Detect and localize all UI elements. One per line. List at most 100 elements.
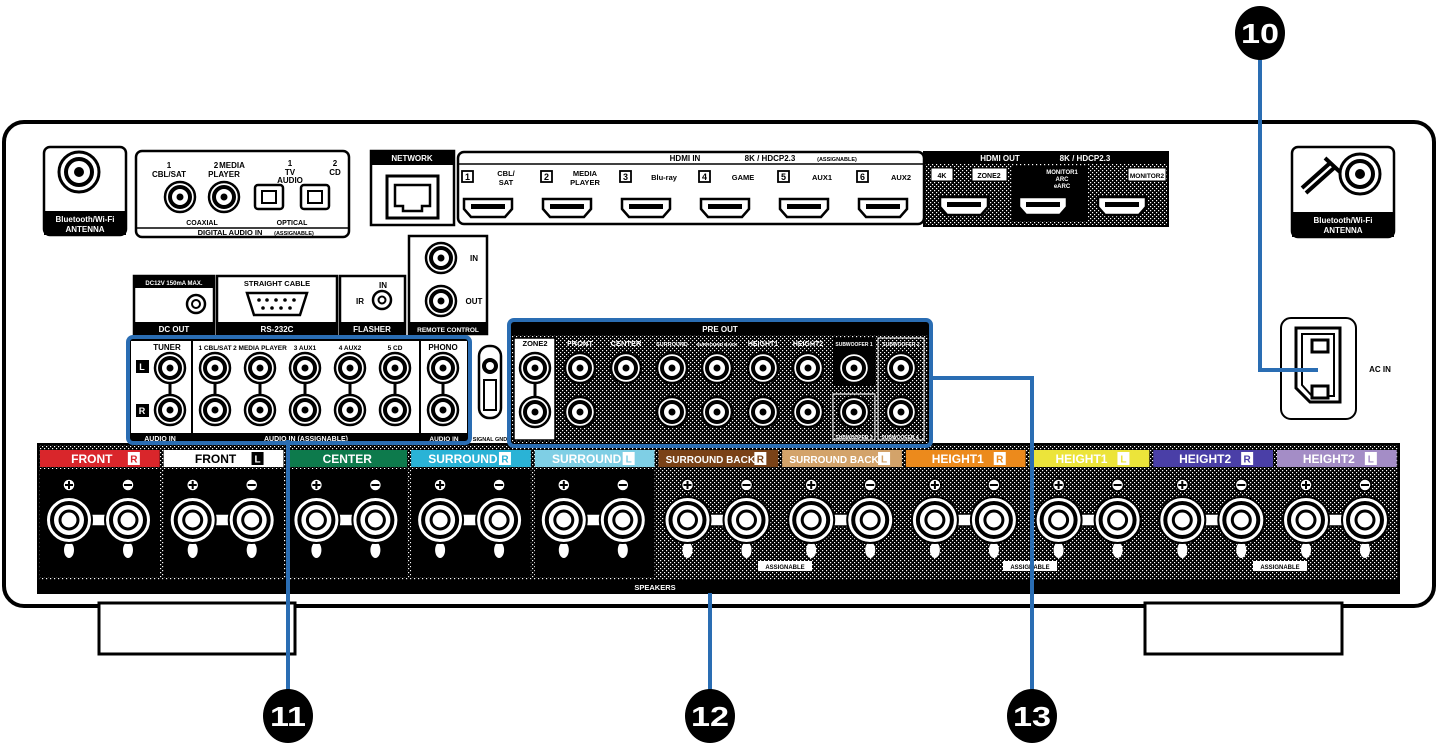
speaker-side-box (127, 452, 140, 465)
speaker-plus-terminal[interactable] (167, 495, 218, 545)
speaker-side-box (754, 452, 767, 465)
pre-out-top-jack[interactable] (609, 351, 643, 385)
speaker-plus-terminal[interactable] (909, 495, 960, 545)
ethernet-port[interactable] (385, 174, 440, 220)
audio-in-l-jack[interactable] (288, 351, 322, 385)
hdmi-out-zone2-label: ZONE2 (977, 173, 1000, 180)
plus-icon-mark (1302, 481, 1310, 489)
pre-out-top-jack[interactable] (791, 351, 825, 385)
tuner-r-jack[interactable] (153, 393, 187, 427)
speaker-plus-terminal[interactable] (786, 495, 837, 545)
audio-in-l-jack[interactable] (333, 351, 367, 385)
pre-out-bottom-jack[interactable] (791, 395, 825, 429)
speaker-minus-terminal[interactable] (226, 495, 277, 545)
pre-out-column-label: FRONT (567, 339, 593, 348)
speaker-minus-terminal[interactable] (968, 495, 1019, 545)
speaker-side-box (993, 452, 1006, 465)
coaxial-2-jack[interactable] (207, 180, 241, 214)
flasher-ir-label: IR (356, 297, 364, 306)
phono-r-jack[interactable] (426, 393, 460, 427)
hdmi-out-monitor1-port[interactable] (1017, 195, 1069, 217)
pre-out-top-jack[interactable] (563, 351, 597, 385)
speaker-plus-terminal[interactable] (1281, 495, 1331, 545)
speaker-plus-terminal[interactable] (1033, 495, 1084, 545)
coaxial-1-jack[interactable] (163, 180, 197, 214)
hdmi-in-port[interactable] (541, 197, 593, 219)
hdmi-in-title: HDMI IN (670, 154, 701, 163)
speaker-terminal-tab (187, 542, 198, 558)
speaker-terminal-tab (617, 542, 628, 558)
callout-10-line (1258, 56, 1318, 372)
speaker-minus-terminal[interactable] (1340, 495, 1390, 545)
hdmi-out-monitor2-port[interactable] (1096, 195, 1148, 217)
antenna-right-connector[interactable] (1338, 152, 1382, 196)
remote-in-jack[interactable] (424, 241, 458, 275)
speaker-minus-terminal[interactable] (597, 495, 648, 545)
speaker-plus-terminal[interactable] (415, 495, 466, 545)
pre-out-top-jack[interactable] (518, 351, 552, 385)
hdmi-in-port[interactable] (699, 197, 751, 219)
hdmi-in-port[interactable] (620, 197, 672, 219)
dc-out-jack[interactable] (185, 293, 207, 315)
speaker-minus-terminal[interactable] (350, 495, 401, 545)
audio-in-r-jack[interactable] (243, 393, 277, 427)
pre-out-bottom-jack[interactable] (655, 395, 689, 429)
hdmi-out-spec: 8K / HDCP2.3 (1060, 154, 1111, 163)
phono-l-jack[interactable] (426, 351, 460, 385)
pre-out-top-jack[interactable] (884, 351, 918, 385)
speaker-side-letter: R (996, 455, 1004, 466)
audio-in-l-jack[interactable] (198, 351, 232, 385)
audio-in-r-jack[interactable] (378, 393, 412, 427)
speaker-minus-terminal[interactable] (474, 495, 525, 545)
pre-out-top-jack[interactable] (700, 351, 734, 385)
antenna-left-connector[interactable] (57, 150, 101, 194)
audio-in-r-jack[interactable] (333, 393, 367, 427)
speaker-plus-terminal[interactable] (1157, 495, 1208, 545)
coax1-name: CBL/SAT (152, 170, 186, 179)
speaker-minus-terminal[interactable] (1216, 495, 1267, 545)
speaker-minus-terminal[interactable] (1092, 495, 1143, 545)
digital-audio-assignable-label: (ASSIGNABLE) (274, 231, 314, 237)
callout-13-box (507, 318, 933, 448)
pre-out-title: PRE OUT (702, 325, 738, 334)
speaker-plus-terminal[interactable] (44, 495, 94, 545)
pre-out-bottom-jack[interactable] (884, 395, 918, 429)
speaker-minus-terminal[interactable] (103, 495, 153, 545)
pre-out-bottom-jack[interactable] (746, 395, 780, 429)
speaker-minus-terminal[interactable] (721, 495, 772, 545)
callout-11-box (126, 335, 472, 445)
hdmi-in-port[interactable] (857, 197, 909, 219)
speaker-plus-terminal[interactable] (662, 495, 713, 545)
remote-out-jack[interactable] (424, 284, 458, 318)
audio-in-r-jack[interactable] (198, 393, 232, 427)
audio-in-r-jack[interactable] (288, 393, 322, 427)
hdmi-in-port[interactable] (778, 197, 830, 219)
optical-2-jack[interactable] (299, 183, 331, 211)
pre-out-bottom-jack[interactable] (700, 395, 734, 429)
pre-out-top-jack[interactable] (837, 351, 871, 385)
flasher-ir-jack[interactable] (371, 289, 393, 311)
pre-out-bottom-jack[interactable] (837, 395, 871, 429)
rs232c-port[interactable] (245, 291, 309, 317)
ac-in-socket[interactable] (1294, 326, 1342, 404)
speaker-minus-terminal[interactable] (845, 495, 896, 545)
pre-out-top-jack[interactable] (746, 351, 780, 385)
speaker-terminal-tab (435, 542, 446, 558)
pre-out-column-label: SUBWOOFER 1 (835, 342, 872, 348)
audio-in-l-jack[interactable] (378, 351, 412, 385)
speaker-channel-name: SURROUND BACK (666, 455, 756, 466)
speaker-plus-terminal[interactable] (538, 495, 589, 545)
tuner-l-jack[interactable] (153, 351, 187, 385)
audio-in-l-jack[interactable] (243, 351, 277, 385)
hdmi-out-4k-port[interactable] (938, 195, 990, 217)
hdmi-in-port[interactable] (462, 197, 514, 219)
coax1-number: 1 (167, 161, 172, 170)
speaker-plus-terminal[interactable] (291, 495, 342, 545)
pre-out-bottom-jack[interactable] (563, 395, 597, 429)
optical-1-jack[interactable] (253, 183, 285, 211)
pre-out-top-jack[interactable] (655, 351, 689, 385)
speaker-side-box (1364, 452, 1377, 465)
pre-out-bottom-jack[interactable] (518, 395, 552, 429)
signal-gnd-terminal[interactable]: SIGNAL GND (473, 344, 507, 443)
plus-icon-mark (1054, 481, 1063, 489)
